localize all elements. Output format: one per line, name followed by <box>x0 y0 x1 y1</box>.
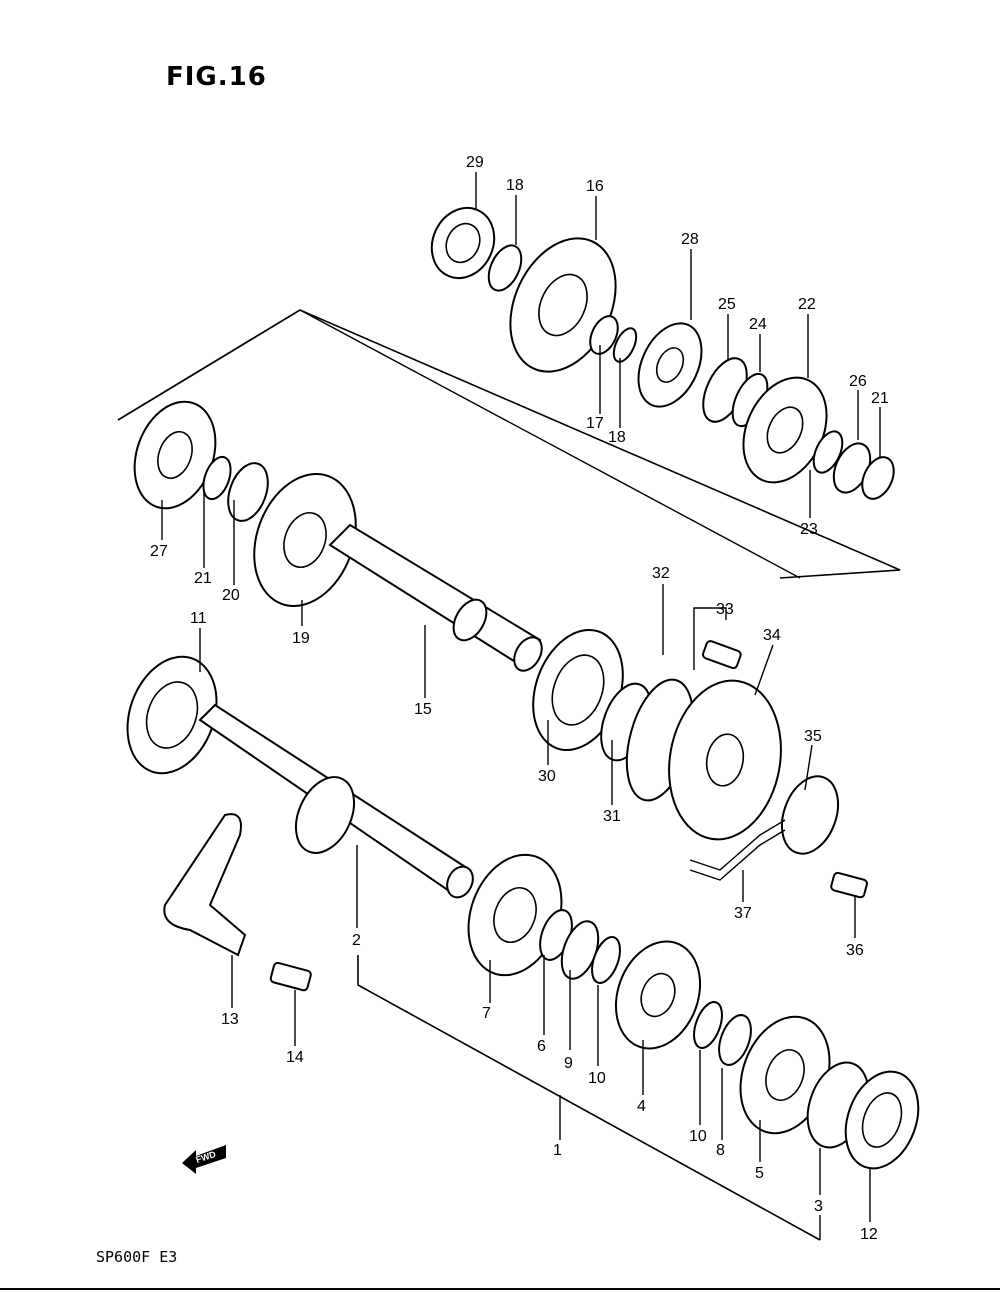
sprocket-plate-35 <box>780 775 840 855</box>
gear-27 <box>133 400 217 510</box>
model-code: SP600F E3 <box>96 1248 178 1266</box>
countershaft-15 <box>328 523 543 672</box>
washer-8 <box>718 1014 752 1066</box>
callout-34: 34 <box>763 627 781 644</box>
callout-31: 31 <box>603 808 621 825</box>
callout-26: 26 <box>849 373 867 390</box>
bolt-36 <box>830 871 868 899</box>
gear-4 <box>614 940 702 1050</box>
callout-2: 2 <box>352 932 361 949</box>
callout-1: 1 <box>553 1142 562 1159</box>
callout-10b: 10 <box>689 1128 707 1145</box>
callout-30: 30 <box>538 768 556 785</box>
callout-22: 22 <box>798 296 816 313</box>
callout-16: 16 <box>586 178 604 195</box>
callout-23: 23 <box>800 521 818 538</box>
callout-21: 21 <box>871 390 889 407</box>
callout-5: 5 <box>755 1165 764 1182</box>
callout-18: 18 <box>506 177 524 194</box>
leader-lines <box>161 172 881 1222</box>
gear-22 <box>742 376 828 484</box>
callout-13: 13 <box>221 1011 239 1028</box>
callout-27: 27 <box>150 543 168 560</box>
bearing-30 <box>532 628 624 752</box>
washer-18b <box>612 327 638 363</box>
callout-28: 28 <box>681 231 699 248</box>
figure-title: FIG.16 <box>166 62 267 92</box>
circlip-21 <box>861 456 895 500</box>
chain-37 <box>689 819 786 881</box>
driveshaft-group-bracket <box>357 955 821 1241</box>
bolt-33 <box>701 640 742 670</box>
gear-7 <box>467 853 563 977</box>
bearing-29 <box>430 206 496 280</box>
callout-3: 3 <box>814 1198 823 1215</box>
callout-6: 6 <box>537 1038 546 1055</box>
callout-labels: 29 18 16 28 25 24 22 26 21 17 18 23 27 2… <box>150 154 889 1243</box>
callout-18b: 18 <box>608 429 626 446</box>
callout-17: 17 <box>586 415 604 432</box>
driveshaft-2 <box>198 703 474 899</box>
callout-8: 8 <box>716 1142 725 1159</box>
callout-29: 29 <box>466 154 484 171</box>
callout-7: 7 <box>482 1005 491 1022</box>
callout-19: 19 <box>292 630 310 647</box>
circlip-10b <box>693 1001 723 1049</box>
bearing-11 <box>126 655 218 775</box>
sprocket-34 <box>668 679 782 841</box>
gear-16 <box>509 237 617 373</box>
fwd-arrow-icon: FWD <box>182 1145 226 1174</box>
circlip-21-left <box>202 455 232 501</box>
bottom-rule <box>0 1288 1000 1290</box>
callout-21-left: 21 <box>194 570 212 587</box>
callout-11: 11 <box>190 610 207 627</box>
callout-9: 9 <box>564 1055 573 1072</box>
bearing-12 <box>844 1070 920 1170</box>
circlip-10 <box>591 936 621 984</box>
callout-25: 25 <box>718 296 736 313</box>
screw-14 <box>269 961 312 992</box>
callout-4: 4 <box>637 1098 646 1115</box>
callout-20: 20 <box>222 587 240 604</box>
callout-14: 14 <box>286 1049 304 1066</box>
callout-33: 33 <box>716 601 734 618</box>
callout-24: 24 <box>749 316 767 333</box>
callout-15: 15 <box>414 701 432 718</box>
gear-28 <box>637 322 703 408</box>
callout-36: 36 <box>846 942 864 959</box>
bushing-17 <box>589 315 619 355</box>
bushing-20 <box>227 462 269 522</box>
callout-35: 35 <box>804 728 822 745</box>
bearing-retainer-13 <box>163 813 247 957</box>
callout-10: 10 <box>588 1070 606 1087</box>
callout-37: 37 <box>734 905 752 922</box>
callout-12: 12 <box>860 1226 878 1243</box>
washer-18 <box>487 244 523 292</box>
countershaft-group-outline <box>117 309 901 579</box>
callout-32: 32 <box>652 565 670 582</box>
